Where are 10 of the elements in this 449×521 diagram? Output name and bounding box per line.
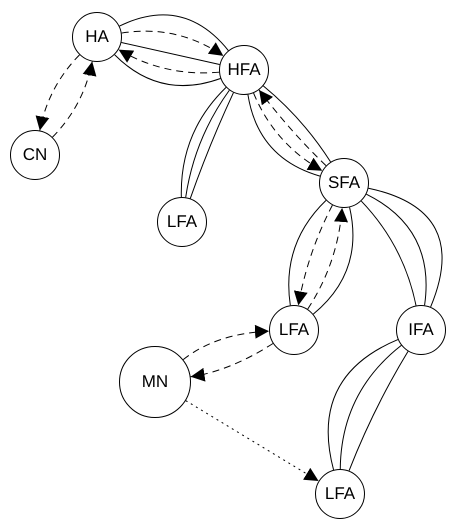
arrow [36,54,80,131]
arrow [185,400,320,482]
arrow [121,30,224,56]
arrow [182,325,270,360]
arrow [52,61,96,138]
arrow [307,207,348,310]
arrow [294,204,333,306]
arrow [118,49,220,74]
arrow [190,343,274,382]
arrow [253,92,323,172]
